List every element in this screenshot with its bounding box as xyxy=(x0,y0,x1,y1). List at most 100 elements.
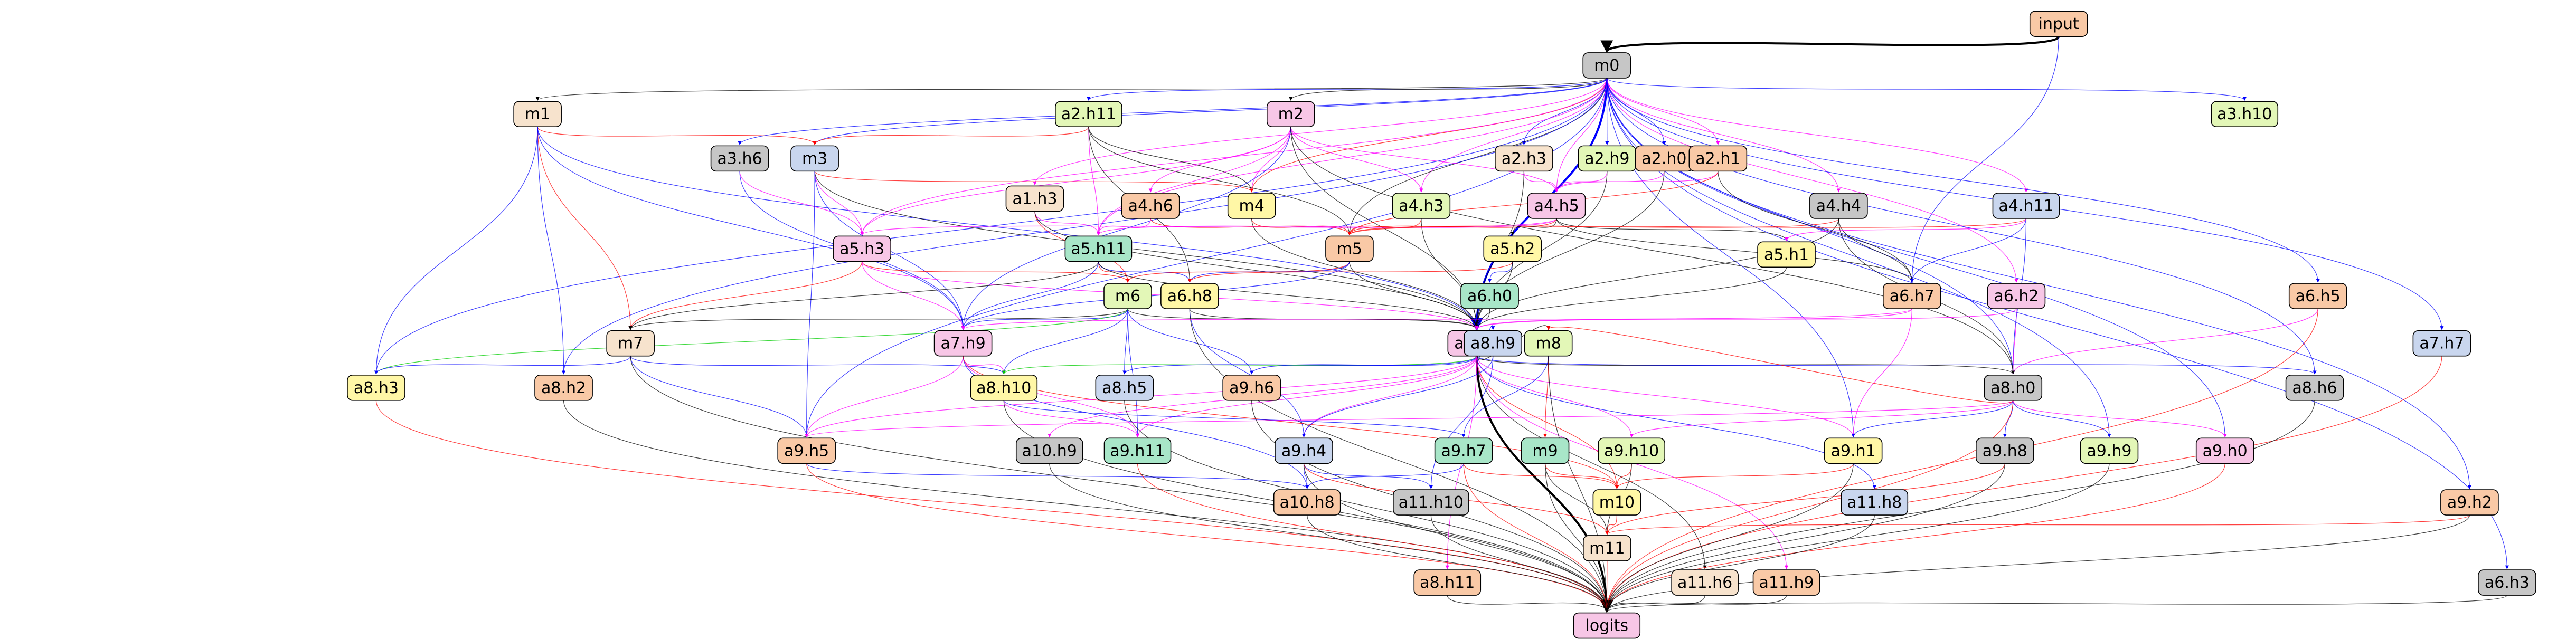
node-a11.h10[interactable]: a11.h10 xyxy=(1393,489,1469,516)
node-label: a6.h3 xyxy=(2485,574,2530,592)
edge-m0-to-m3 xyxy=(813,78,1607,146)
edges-layer xyxy=(374,36,2509,613)
node-label: m10 xyxy=(1599,493,1635,512)
node-a9.h5[interactable]: a9.h5 xyxy=(777,437,836,464)
node-a9.h8[interactable]: a9.h8 xyxy=(1976,437,2034,464)
node-a8.h2[interactable]: a8.h2 xyxy=(534,375,593,401)
node-a2.h9[interactable]: a2.h9 xyxy=(1578,145,1637,172)
node-a9.h4[interactable]: a9.h4 xyxy=(1275,437,1333,464)
node-box xyxy=(1464,330,1523,357)
node-a5.h2[interactable]: a5.h2 xyxy=(1483,235,1542,262)
node-a11.h6[interactable]: a11.h6 xyxy=(1671,569,1739,596)
node-logits[interactable]: logits xyxy=(1573,612,1641,639)
node-label: a9.h8 xyxy=(1983,442,2027,460)
node-a7.h9[interactable]: a7.h9 xyxy=(933,330,993,357)
node-a9.h10[interactable]: a9.h10 xyxy=(1598,437,1665,464)
edge-a9.h8-to-m11 xyxy=(1605,463,2005,535)
edge-a8.h0-to-a9.h0 xyxy=(2013,400,2227,438)
node-box xyxy=(1275,437,1333,464)
node-a2.h0[interactable]: a2.h0 xyxy=(1635,145,1694,172)
node-a4.h5[interactable]: a4.h5 xyxy=(1527,193,1586,219)
node-a2.h1[interactable]: a2.h1 xyxy=(1688,145,1748,172)
node-m5[interactable]: m5 xyxy=(1325,235,1374,262)
edge-a7.h6-to-a9.h10 xyxy=(1476,356,1634,438)
node-a8.h10[interactable]: a8.h10 xyxy=(970,375,1038,401)
edge-a11.h9-to-logits xyxy=(1605,595,1787,613)
edge-m7-to-a8.h3 xyxy=(374,356,631,375)
node-a1.h3[interactable]: a1.h3 xyxy=(1005,185,1064,212)
node-a4.h4[interactable]: a4.h4 xyxy=(1809,193,1868,219)
node-label: input xyxy=(2039,15,2079,33)
node-a6.h2[interactable]: a6.h2 xyxy=(1987,283,2046,309)
node-label: a9.h0 xyxy=(2203,442,2248,460)
node-a8.h6[interactable]: a8.h6 xyxy=(2285,375,2344,401)
node-a2.h3[interactable]: a2.h3 xyxy=(1495,145,1553,172)
node-a11.h8[interactable]: a11.h8 xyxy=(1841,489,1909,516)
node-label: a5.h2 xyxy=(1490,240,1535,258)
edge-a7.h9-to-a8.h10 xyxy=(963,356,1006,375)
node-m11[interactable]: m11 xyxy=(1583,535,1631,561)
edge-a5.h1-to-a7.h6 xyxy=(1475,267,1787,330)
node-a8.h0[interactable]: a8.h0 xyxy=(1984,375,2043,401)
node-a5.h1[interactable]: a5.h1 xyxy=(1757,241,1816,268)
node-a9.h6[interactable]: a9.h6 xyxy=(1222,375,1281,401)
node-box xyxy=(790,145,839,172)
node-a10.h9[interactable]: a10.h9 xyxy=(1015,437,1083,464)
edge-m1-to-m7 xyxy=(537,127,633,330)
node-m10[interactable]: m10 xyxy=(1592,489,1641,516)
node-box xyxy=(1583,535,1631,561)
node-m7[interactable]: m7 xyxy=(606,330,655,357)
node-label: a7.h7 xyxy=(2419,335,2464,353)
node-box xyxy=(2195,437,2254,464)
node-a5.h11[interactable]: a5.h11 xyxy=(1064,235,1133,262)
node-a11.h9[interactable]: a11.h9 xyxy=(1752,569,1820,596)
node-m8[interactable]: m8 xyxy=(1524,330,1573,357)
node-a9.h1[interactable]: a9.h1 xyxy=(1824,437,1883,464)
node-a3.h6[interactable]: a3.h6 xyxy=(710,145,769,172)
edge-m6-to-a8.h5 xyxy=(1122,309,1128,375)
node-a7.h7[interactable]: a7.h7 xyxy=(2412,330,2471,357)
node-a9.h2[interactable]: a9.h2 xyxy=(2440,489,2499,516)
node-a3.h10[interactable]: a3.h10 xyxy=(2211,101,2279,128)
node-a6.h0[interactable]: a6.h0 xyxy=(1460,283,1519,309)
node-a8.h9[interactable]: a8.h9 xyxy=(1464,330,1523,357)
node-m0[interactable]: m0 xyxy=(1582,52,1631,79)
node-a8.h11[interactable]: a8.h11 xyxy=(1413,569,1482,596)
edge-a2.h1-to-a6.h7 xyxy=(1718,171,1914,283)
node-a6.h5[interactable]: a6.h5 xyxy=(2288,283,2347,309)
node-m2[interactable]: m2 xyxy=(1266,101,1315,128)
edge-m0-to-m4 xyxy=(1250,78,1607,193)
node-m4[interactable]: m4 xyxy=(1227,193,1276,219)
node-a6.h7[interactable]: a6.h7 xyxy=(1883,283,1941,309)
node-input[interactable]: input xyxy=(2029,11,2088,37)
node-a9.h7[interactable]: a9.h7 xyxy=(1434,437,1493,464)
node-m6[interactable]: m6 xyxy=(1103,283,1152,309)
node-a9.h9[interactable]: a9.h9 xyxy=(2080,437,2139,464)
node-label: m0 xyxy=(1594,56,1619,75)
node-a4.h6[interactable]: a4.h6 xyxy=(1121,193,1180,219)
edge-a9.h5-to-a10.h8 xyxy=(806,463,1309,489)
node-m3[interactable]: m3 xyxy=(790,145,839,172)
node-label: a8.h5 xyxy=(1102,379,1147,397)
edge-m5-to-a7.h6 xyxy=(1349,261,1479,330)
node-box xyxy=(1524,330,1573,357)
node-a8.h3[interactable]: a8.h3 xyxy=(347,375,405,401)
edge-m1-to-a7.h9 xyxy=(537,127,965,330)
node-a9.h0[interactable]: a9.h0 xyxy=(2195,437,2254,464)
edge-a7.h9-to-a9.h11 xyxy=(963,356,1140,438)
node-m9[interactable]: m9 xyxy=(1521,437,1570,464)
node-label: m6 xyxy=(1115,287,1140,306)
node-a8.h5[interactable]: a8.h5 xyxy=(1095,375,1154,401)
node-a4.h3[interactable]: a4.h3 xyxy=(1392,193,1451,219)
node-a9.h11[interactable]: a9.h11 xyxy=(1103,437,1172,464)
node-a4.h11[interactable]: a4.h11 xyxy=(1992,193,2060,219)
node-a6.h3[interactable]: a6.h3 xyxy=(2478,569,2536,596)
node-a2.h11[interactable]: a2.h11 xyxy=(1055,101,1122,128)
node-label: a4.h6 xyxy=(1128,197,1173,215)
node-a10.h8[interactable]: a10.h8 xyxy=(1273,489,1341,516)
node-a5.h3[interactable]: a5.h3 xyxy=(833,235,891,262)
node-m1[interactable]: m1 xyxy=(513,101,562,128)
node-a6.h8[interactable]: a6.h8 xyxy=(1160,283,1219,309)
node-label: a2.h0 xyxy=(1641,149,1686,168)
